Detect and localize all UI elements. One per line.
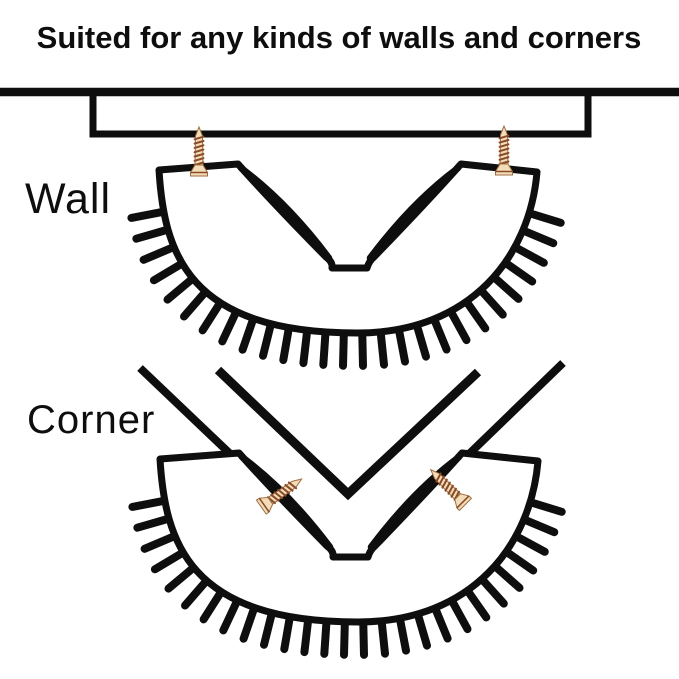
wall-figure: Wall — [0, 87, 679, 366]
wall-brush — [131, 164, 560, 366]
corner-brush — [132, 453, 561, 655]
page-title: Suited for any kinds of walls and corner… — [37, 20, 642, 55]
corner-label: Corner — [27, 398, 155, 442]
corner-inner-walls — [214, 366, 482, 501]
mounting-board — [89, 92, 592, 138]
wall-label: Wall — [25, 175, 111, 223]
corner-figure: Corner — [27, 360, 566, 655]
